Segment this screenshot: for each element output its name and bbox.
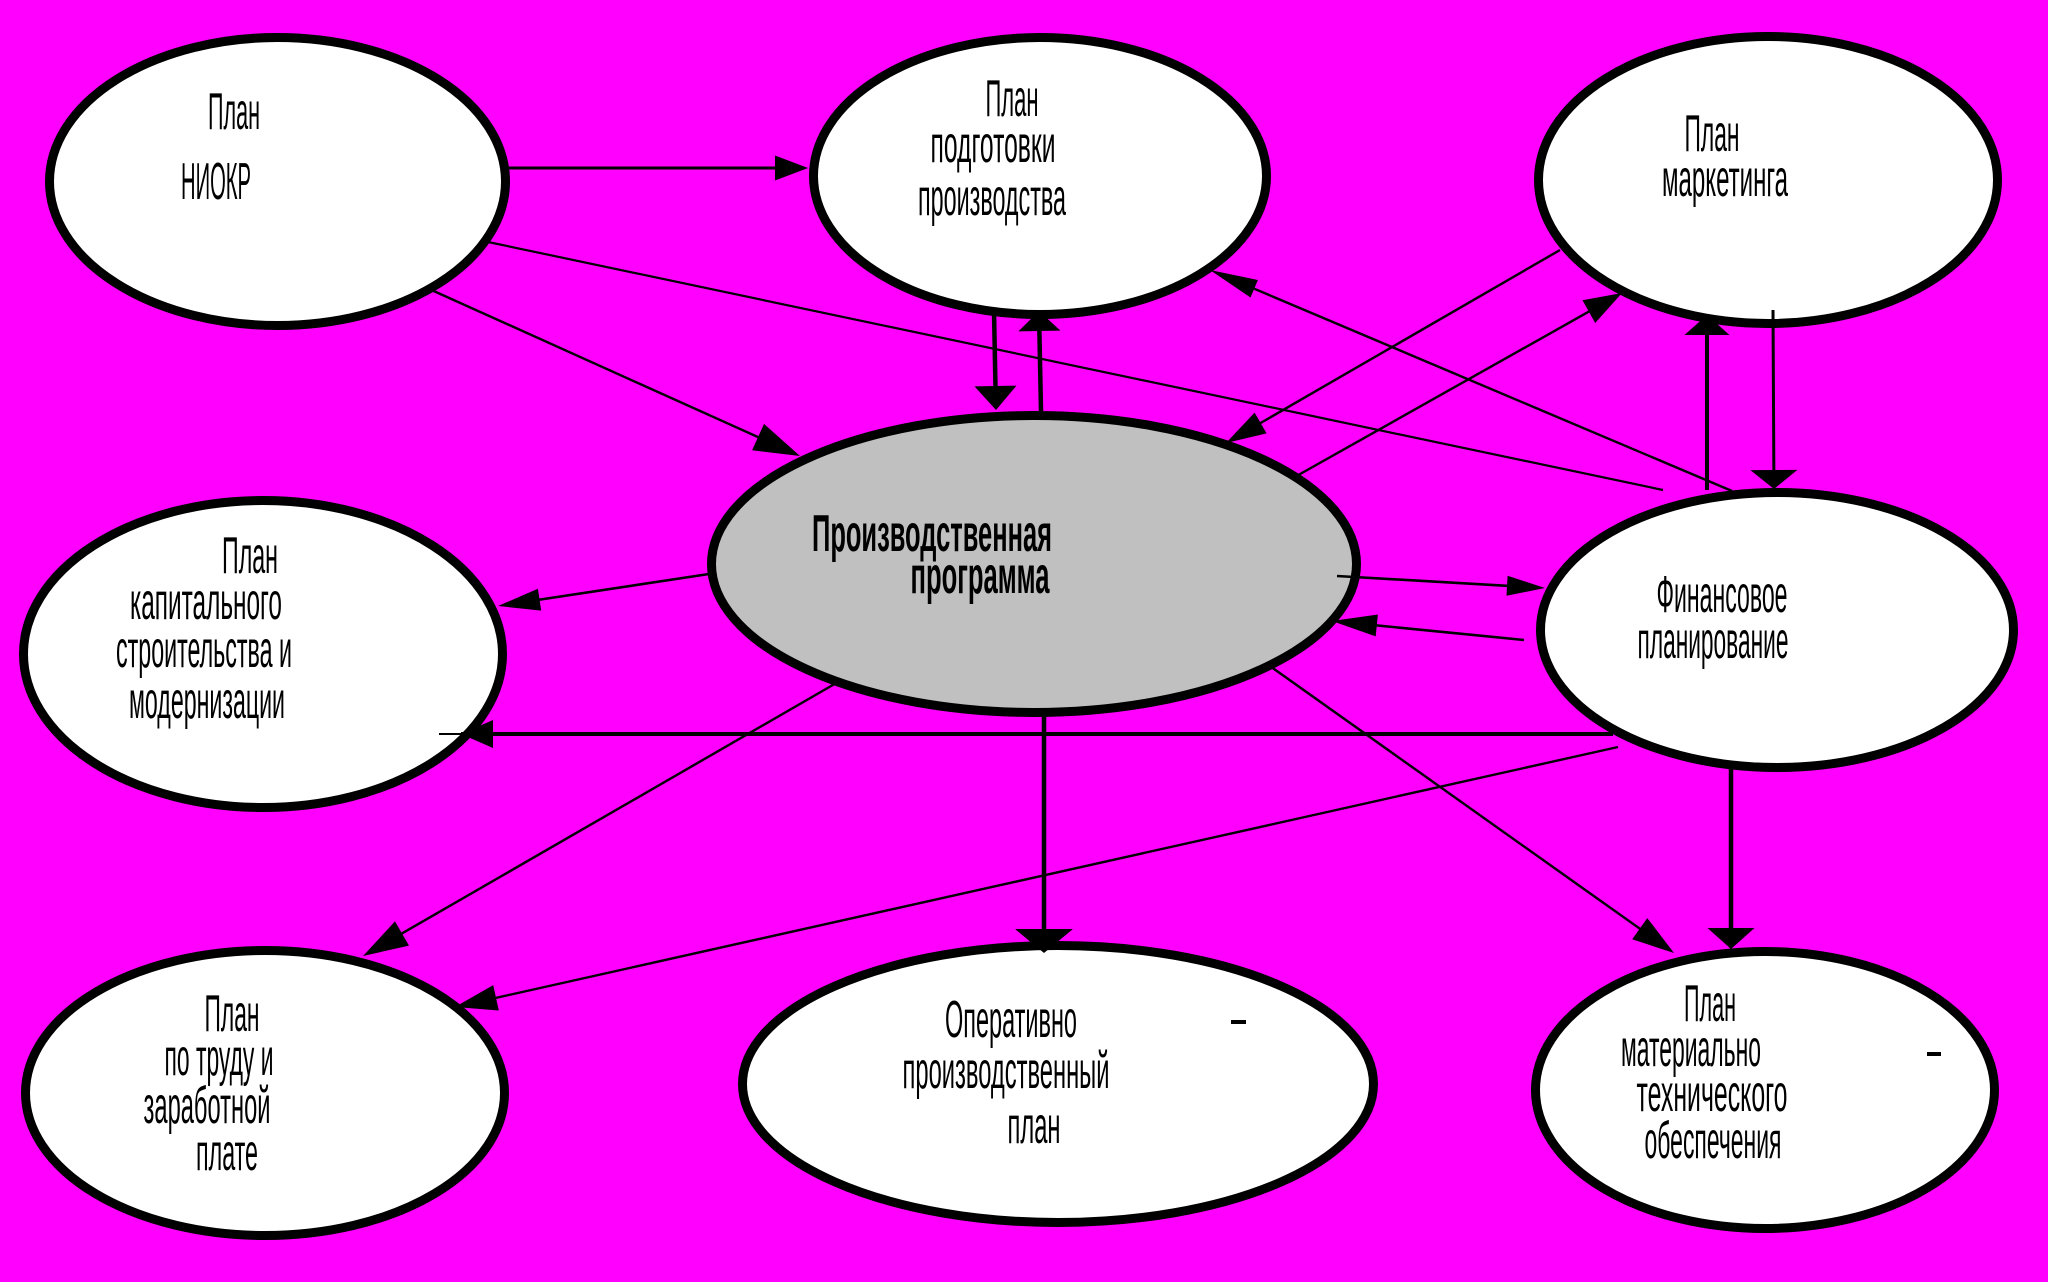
svg-text:План: План — [1684, 975, 1736, 1032]
svg-text:технического: технического — [1637, 1064, 1788, 1123]
svg-text:План: План — [205, 984, 260, 1042]
svg-text:планирование: планирование — [1638, 611, 1789, 669]
svg-text:заработной: заработной — [144, 1075, 271, 1134]
svg-text:маркетинга: маркетинга — [1662, 149, 1788, 208]
svg-text:материально: материально — [1621, 1019, 1761, 1077]
svg-text:плате: плате — [196, 1124, 258, 1182]
svg-text:модернизации: модернизации — [129, 671, 285, 729]
svg-text:План: План — [208, 83, 260, 140]
svg-text:обеспечения: обеспечения — [1645, 1111, 1782, 1169]
svg-text:Производственная: Производственная — [812, 504, 1052, 562]
svg-text:План: План — [986, 70, 1039, 127]
svg-text:производства: производства — [918, 169, 1066, 227]
svg-text:подготовки: подготовки — [931, 115, 1056, 174]
svg-text:План: План — [1685, 104, 1740, 162]
svg-text:Финансовое: Финансовое — [1657, 565, 1788, 623]
svg-text:по труду и: по труду и — [165, 1028, 274, 1086]
svg-text:строительства и: строительства и — [116, 621, 292, 679]
svg-text:НИОКР: НИОКР — [181, 153, 251, 211]
svg-text:производственный: производственный — [903, 1040, 1110, 1099]
svg-text:капитального: капитального — [130, 572, 282, 631]
svg-text:план: план — [1008, 1095, 1061, 1154]
svg-text:программа: программа — [911, 546, 1051, 604]
svg-text:План: План — [222, 527, 278, 585]
svg-text:Оперативно: Оперативно — [945, 989, 1077, 1048]
